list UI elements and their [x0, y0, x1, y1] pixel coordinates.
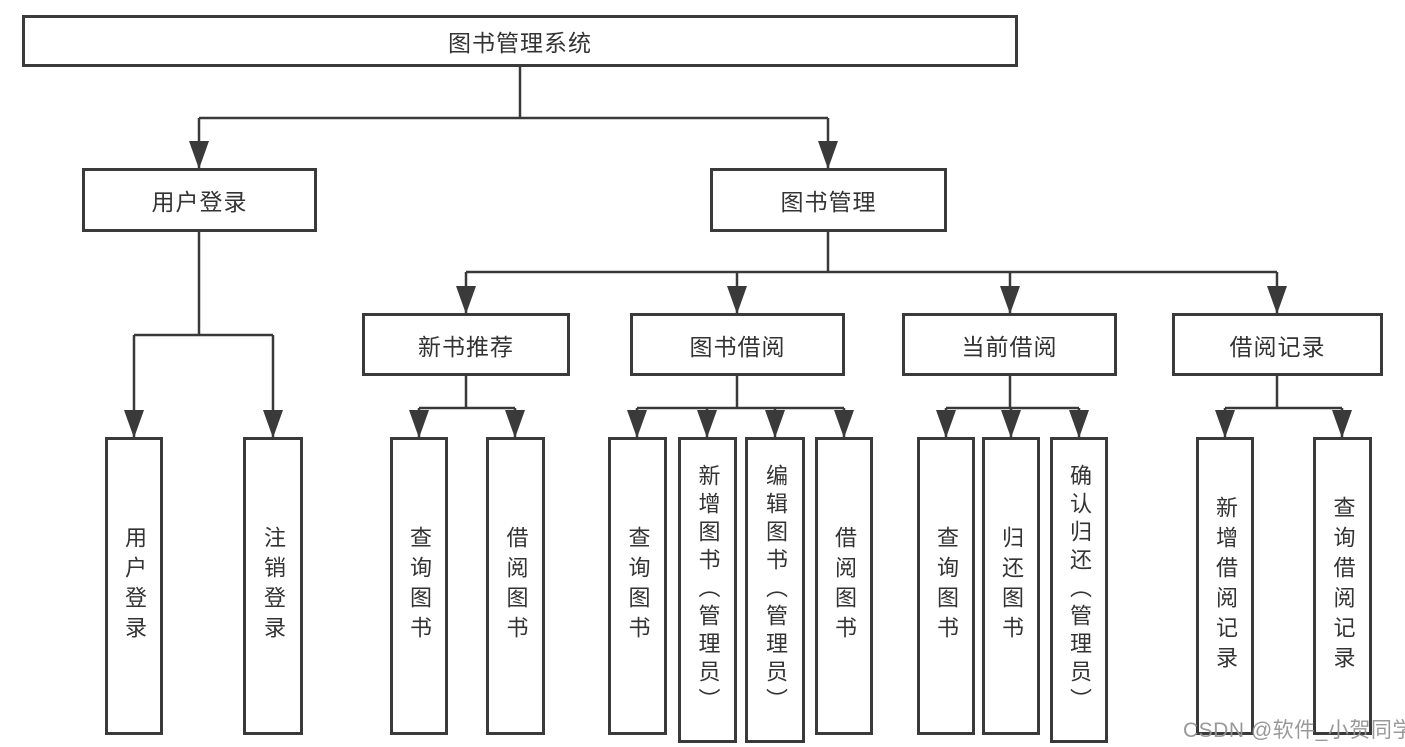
node-nbr-query-books: 查询图书	[390, 437, 448, 735]
node-book-management: 图书管理	[710, 168, 947, 232]
node-bb-edit-books-admin: 编辑图书（管理员）	[745, 437, 805, 743]
node-label: 查询图书	[625, 526, 651, 646]
node-bb-query-books: 查询图书	[608, 437, 667, 735]
node-label: 查询图书	[934, 526, 959, 646]
csdn-watermark: CSDN @软件_小贺同学	[1183, 719, 1405, 742]
node-label: 新增借阅记录	[1213, 496, 1238, 676]
node-label: 确认归还（管理员）	[1067, 464, 1092, 716]
node-label: 归还图书	[999, 526, 1024, 646]
node-label: 查询图书	[407, 526, 432, 646]
node-br-query-record: 查询借阅记录	[1313, 437, 1372, 735]
node-label: 用户登录	[151, 189, 248, 215]
node-label: 当前借阅	[961, 333, 1058, 360]
node-new-book-recommend: 新书推荐	[362, 313, 570, 376]
node-label: 借阅图书	[503, 526, 529, 646]
node-bb-borrow-books: 借阅图书	[815, 437, 873, 735]
node-login: 用户登录	[105, 437, 163, 735]
node-label: 新书推荐	[418, 333, 514, 360]
node-current-borrow: 当前借阅	[902, 313, 1117, 376]
node-label: 借阅图书	[832, 526, 857, 646]
node-label: 图书借阅	[689, 333, 786, 360]
node-cb-query-books: 查询图书	[917, 437, 975, 735]
node-label: 用户登录	[122, 526, 147, 646]
node-label: 编辑图书（管理员）	[763, 464, 788, 716]
node-bb-add-books-admin: 新增图书（管理员）	[678, 437, 737, 743]
node-library-system: 图书管理系统	[22, 15, 1018, 67]
node-label: 注销登录	[261, 526, 286, 646]
node-book-borrow: 图书借阅	[630, 313, 845, 376]
node-nbr-borrow-books: 借阅图书	[486, 437, 545, 735]
node-label: 图书管理	[780, 189, 877, 215]
node-br-add-record: 新增借阅记录	[1196, 437, 1254, 735]
node-user-login-group: 用户登录	[82, 168, 317, 232]
node-label: 新增图书（管理员）	[695, 464, 721, 716]
node-label: 图书管理系统	[448, 30, 592, 56]
node-borrow-records: 借阅记录	[1172, 313, 1383, 376]
node-cb-return-books: 归还图书	[982, 437, 1040, 735]
node-cb-confirm-return-admin: 确认归还（管理员）	[1050, 437, 1108, 743]
node-label: 借阅记录	[1229, 333, 1326, 360]
node-logout: 注销登录	[243, 437, 303, 735]
node-label: 查询借阅记录	[1330, 496, 1356, 676]
